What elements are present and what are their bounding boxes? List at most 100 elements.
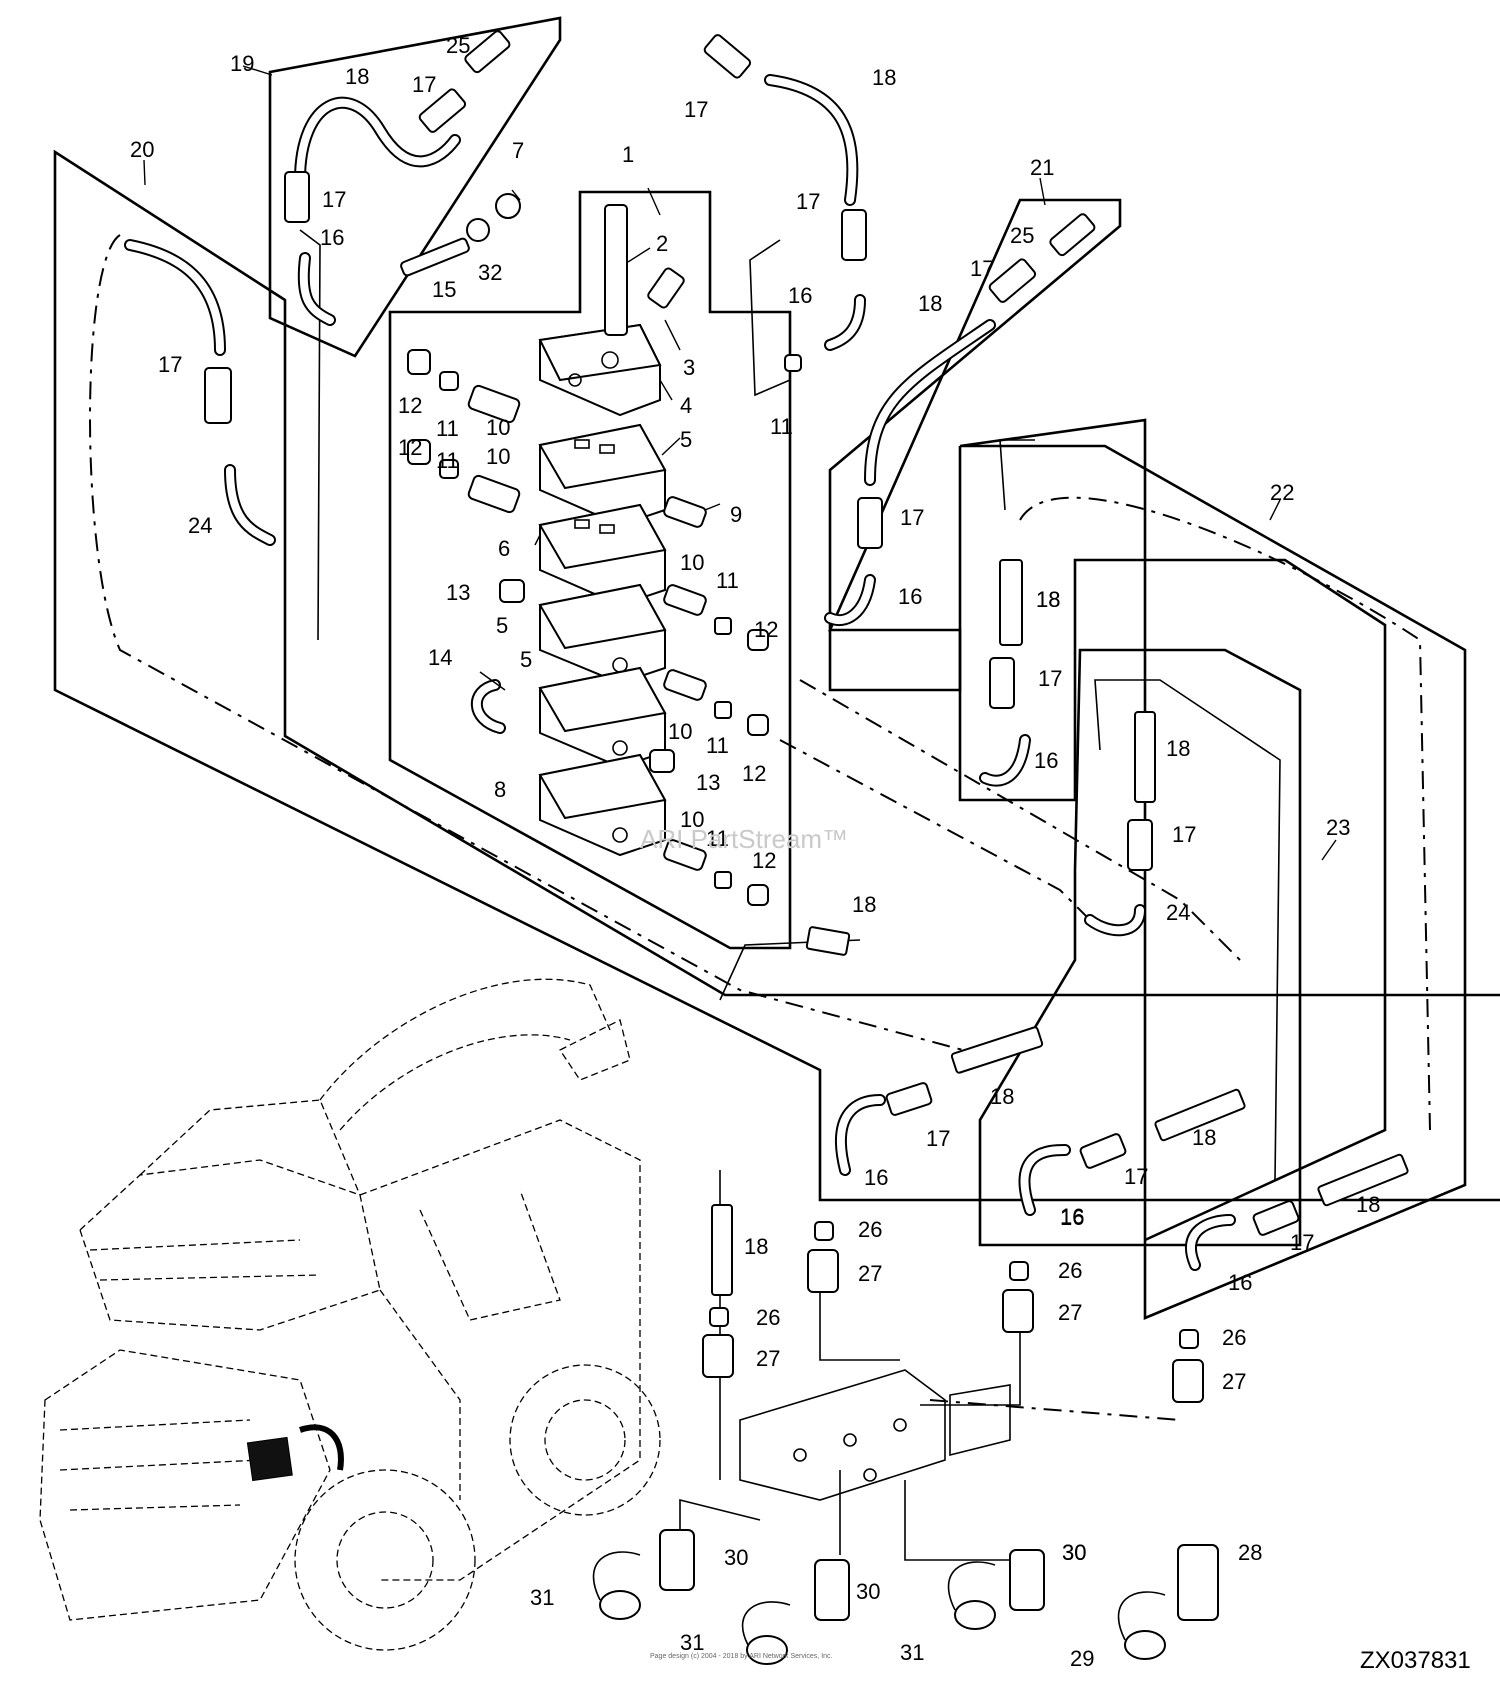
callout-10-a: 10 — [486, 415, 510, 440]
callout-18-c: 18 — [918, 291, 942, 316]
callout-30-a: 30 — [724, 1545, 748, 1570]
callout-14: 14 — [428, 645, 452, 670]
callout-18-f: 18 — [852, 892, 876, 917]
callout-9: 9 — [730, 502, 742, 527]
callout-17-g: 17 — [900, 505, 924, 530]
callout-24-a: 24 — [188, 513, 212, 538]
callout-3: 3 — [683, 355, 695, 380]
callout-17-k: 17 — [1124, 1164, 1148, 1189]
callout-17-f: 17 — [158, 352, 182, 377]
callout-18-e: 18 — [1166, 736, 1190, 761]
leader-lines — [143, 65, 1337, 861]
callout-12-d: 12 — [742, 761, 766, 786]
callout-18-g: 18 — [990, 1084, 1014, 1109]
callout-16-g: 16 — [1228, 1270, 1252, 1295]
callout-1: 1 — [622, 142, 634, 167]
callout-22: 22 — [1270, 480, 1294, 505]
frame-group-21 — [828, 198, 1122, 692]
callout-30-c: 30 — [1062, 1540, 1086, 1565]
callout-12-c: 12 — [754, 617, 778, 642]
callout-23: 23 — [1326, 815, 1350, 840]
callout-17-i: 17 — [1172, 822, 1196, 847]
callout-20: 20 — [130, 137, 154, 162]
hose-segments — [711, 559, 1409, 1296]
callout-18-h: 18 — [1192, 1125, 1216, 1150]
callout-29: 29 — [1070, 1646, 1094, 1671]
callout-28: 28 — [1238, 1540, 1262, 1565]
callout-27-c: 27 — [1058, 1300, 1082, 1325]
callout-17-l: 17 — [1290, 1230, 1314, 1255]
callout-17-c: 17 — [684, 97, 708, 122]
callout-13-a: 13 — [446, 580, 470, 605]
callout-18-a: 18 — [345, 64, 369, 89]
callout-16-c: 16 — [898, 584, 922, 609]
frame-group-23 — [978, 648, 1302, 1247]
valve-block-8 — [538, 753, 667, 857]
callout-11-f: 11 — [706, 826, 729, 851]
fittings — [204, 30, 1300, 1665]
callout-26-d: 26 — [1222, 1325, 1246, 1350]
callout-25-a: 25 — [446, 33, 470, 58]
callout-32: 32 — [478, 260, 502, 285]
group-frames — [53, 16, 1500, 1320]
callout-11-e: 11 — [706, 733, 729, 758]
routing-lines — [89, 229, 1431, 1561]
frame-group-22 — [959, 418, 1467, 1320]
callout-12-a: 12 — [398, 393, 422, 418]
callout-5-mid: 5 — [496, 613, 508, 638]
callout-27-d: 27 — [1222, 1369, 1246, 1394]
callout-labels: 1 2 3 4 5 5 5 6 7 8 9 10 10 10 10 10 11 … — [130, 33, 1380, 1671]
frame-group-1 — [388, 190, 792, 950]
callout-10-e: 10 — [680, 807, 704, 832]
valve-block-5-mid — [538, 583, 667, 685]
callout-16-h: 16 — [1060, 1204, 1084, 1229]
callout-27-b: 27 — [756, 1346, 780, 1371]
callout-17-b: 17 — [322, 187, 346, 212]
callout-16-e: 16 — [864, 1165, 888, 1190]
callout-27-a: 27 — [858, 1261, 882, 1286]
callout-8: 8 — [494, 777, 506, 802]
callout-4: 4 — [680, 393, 692, 418]
callout-5-low: 5 — [520, 647, 532, 672]
callout-16-b: 16 — [788, 283, 812, 308]
diagram-reference-number: ZX037831 — [1360, 1647, 1471, 1674]
callout-11-d: 11 — [716, 568, 739, 593]
callout-2: 2 — [656, 231, 668, 256]
callout-17-e: 17 — [970, 256, 994, 281]
callout-18-j: 18 — [744, 1234, 768, 1259]
callout-18-b: 18 — [872, 65, 896, 90]
callout-30-b: 30 — [856, 1579, 880, 1604]
callout-11-b: 11 — [436, 448, 459, 473]
callout-26-a: 26 — [858, 1217, 882, 1242]
callout-24-b: 24 — [1166, 900, 1190, 925]
frame-group-19 — [268, 16, 562, 358]
callout-31-a: 31 — [530, 1585, 554, 1610]
callout-10-c: 10 — [680, 550, 704, 575]
callout-17-d: 17 — [796, 189, 820, 214]
callout-12-b: 12 — [398, 435, 422, 460]
callout-18-i: 18 — [1356, 1192, 1380, 1217]
valve-blocks — [538, 323, 667, 857]
callout-5-top: 5 — [680, 427, 692, 452]
callout-31-b: 31 — [680, 1630, 704, 1655]
callout-26-b: 26 — [756, 1305, 780, 1330]
frame-group-20 — [53, 149, 1500, 1202]
callout-21: 21 — [1030, 155, 1054, 180]
callout-17-j: 17 — [926, 1126, 950, 1151]
callout-11-c: 11 — [770, 414, 793, 439]
valve-block-4 — [538, 323, 662, 417]
callout-18-d: 18 — [1036, 587, 1060, 612]
watermark-text: ARI PartStream™ — [640, 824, 848, 854]
callout-19: 19 — [230, 51, 254, 76]
valve-block-5-low — [538, 666, 667, 769]
callout-13-b: 13 — [696, 770, 720, 795]
callout-16-d: 16 — [1034, 748, 1058, 773]
callout-18-k: 18 — [1036, 587, 1060, 612]
callout-10-b: 10 — [486, 444, 510, 469]
callout-7: 7 — [512, 138, 524, 163]
valve-block-6 — [538, 503, 667, 607]
callout-10-d: 10 — [668, 719, 692, 744]
frame-group-22-inner — [958, 446, 1387, 1242]
callout-17-h: 17 — [1038, 666, 1062, 691]
